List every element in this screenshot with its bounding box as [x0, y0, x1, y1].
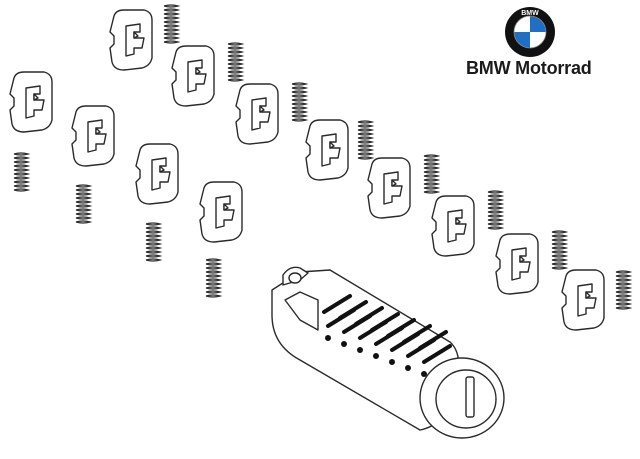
tumbler-spring	[551, 230, 569, 270]
tumbler-spring	[357, 120, 375, 160]
tumbler-plate	[495, 233, 539, 295]
cylinder-rear-flange	[284, 291, 319, 331]
tumbler-spring	[75, 184, 93, 224]
slot-pin-hole	[405, 365, 411, 371]
tumbler-plate	[367, 157, 411, 219]
slot-pin-hole	[325, 335, 331, 341]
tumbler-plate	[9, 71, 53, 133]
tumbler-spring	[487, 190, 505, 230]
tumbler-plate	[561, 269, 605, 331]
cylinder-slot	[418, 330, 452, 364]
tumbler-spring	[615, 270, 633, 310]
slot-pin-hole	[357, 347, 363, 353]
tumbler-plate	[235, 83, 279, 145]
logo-letters: BMW	[521, 10, 539, 17]
tumbler-spring	[145, 222, 163, 262]
tumbler-plate	[135, 143, 179, 205]
bmw-roundel-icon: BMW	[505, 7, 555, 57]
tumbler-spring	[227, 42, 245, 82]
tumbler-plate	[171, 45, 215, 107]
tumbler-spring	[423, 154, 441, 194]
tumbler-spring	[205, 258, 223, 298]
tumbler-spring	[13, 152, 31, 192]
tumbler-slots	[322, 294, 452, 377]
springs-group	[13, 4, 633, 310]
slot-pin-hole	[421, 371, 427, 377]
tumbler-plate	[109, 9, 153, 71]
tumbler-spring	[291, 82, 309, 122]
lock-cylinder	[271, 266, 505, 439]
tumblers-group	[9, 9, 605, 331]
tumbler-plate	[305, 119, 349, 181]
key-slot	[465, 376, 475, 418]
tumbler-plate	[431, 195, 475, 257]
slot-pin-hole	[341, 341, 347, 347]
slot-pin-hole	[389, 359, 395, 365]
tumbler-spring	[163, 4, 181, 44]
brand-name: BMW Motorrad	[466, 58, 592, 78]
cylinder-hole	[288, 272, 302, 284]
slot-pin-hole	[373, 353, 379, 359]
tumbler-plate	[199, 181, 243, 243]
tumbler-plate	[71, 105, 115, 167]
